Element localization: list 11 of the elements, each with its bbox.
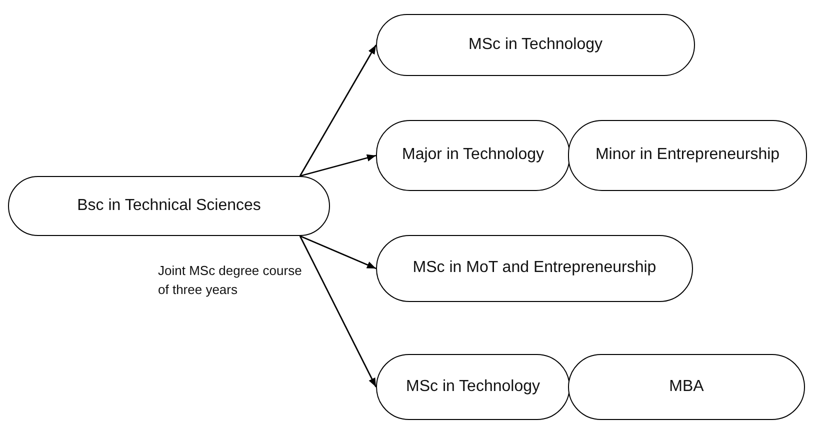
rounded-box: MSc in Technology — [376, 14, 695, 76]
rounded-box: Major in Technology — [376, 120, 570, 191]
rounded-box: Minor in Entrepreneurship — [568, 120, 807, 191]
rounded-box: MBA — [568, 354, 805, 420]
rounded-box: MSc in Technology — [376, 354, 570, 420]
rounded-box: MSc in MoT and Entrepreneurship — [376, 235, 693, 302]
arrow — [300, 154, 376, 177]
arrow — [299, 236, 377, 388]
arrow — [299, 44, 377, 176]
arrow — [300, 235, 376, 270]
rounded-box: Bsc in Technical Sciences — [8, 176, 330, 236]
